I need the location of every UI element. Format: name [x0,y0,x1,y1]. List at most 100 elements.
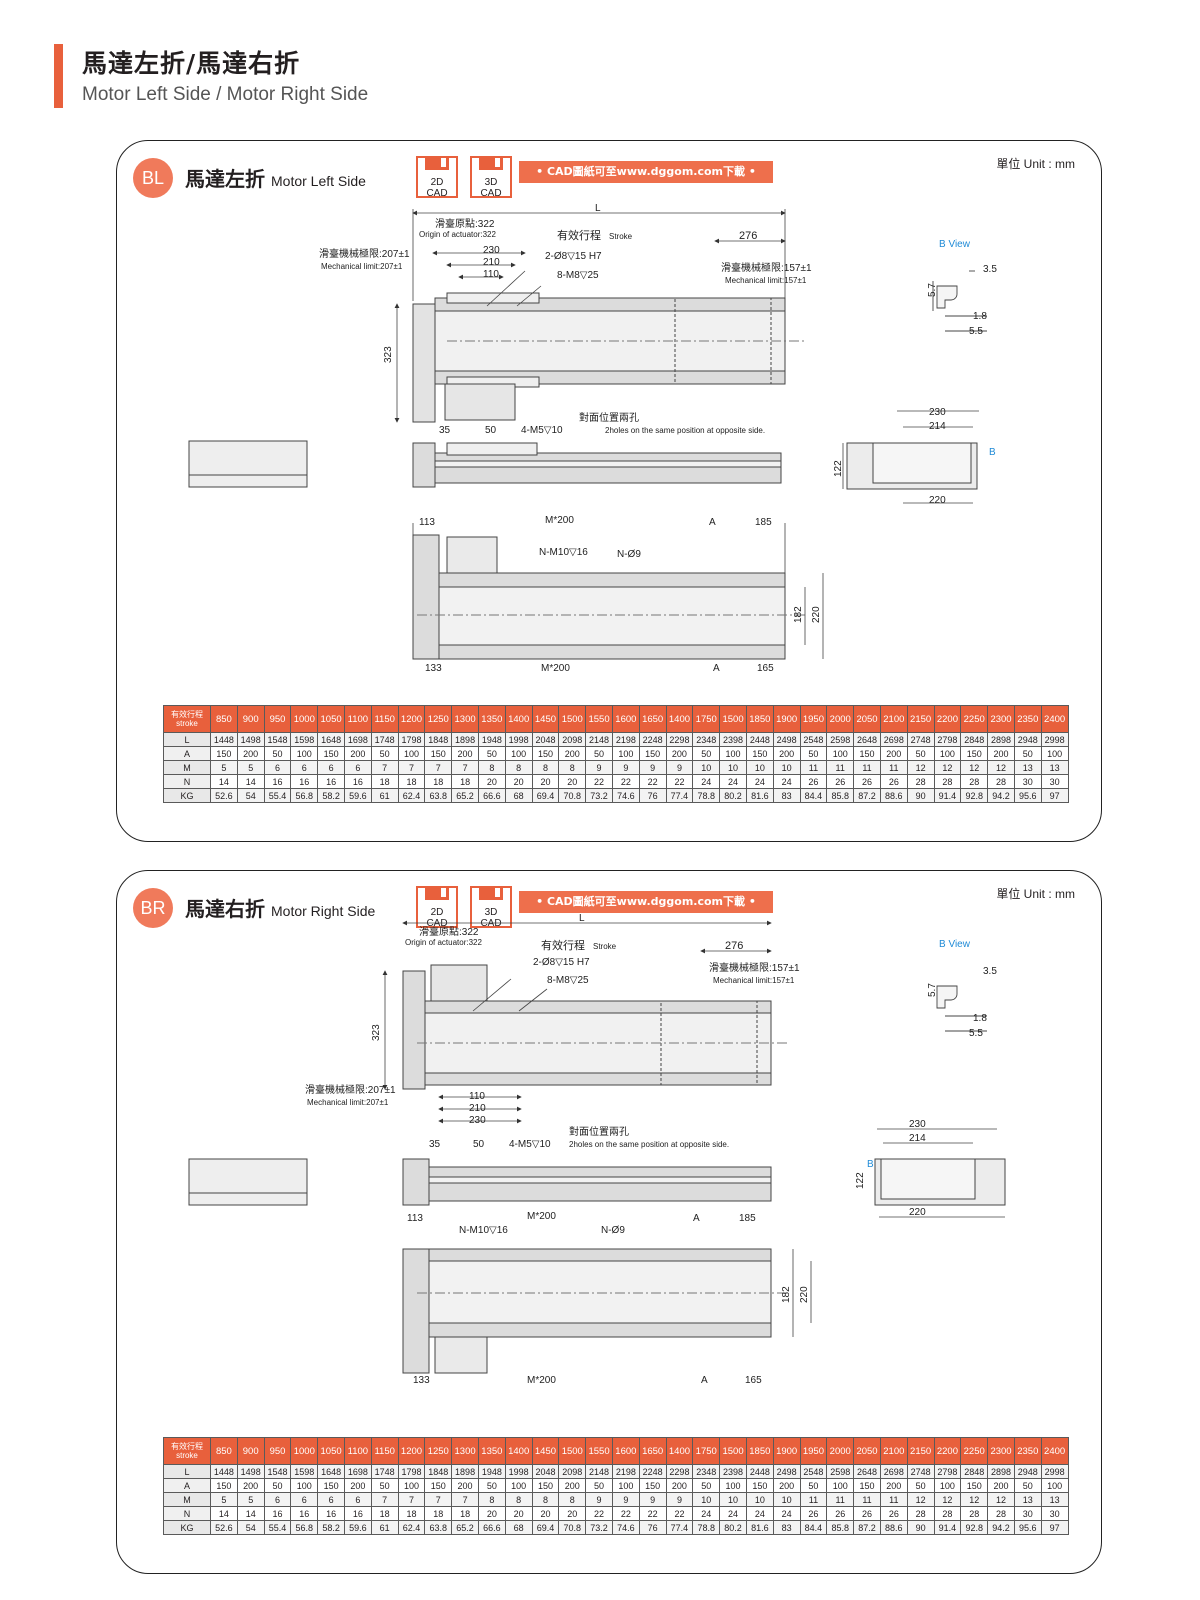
table-cell: 2848 [960,732,989,747]
table-cell: 100 [1040,1478,1069,1493]
cad-download-link[interactable]: • CAD圖紙可至www.dggom.com下載 • [519,161,773,183]
table-cell: 12 [960,1492,989,1507]
table-cell: 18 [451,1506,479,1521]
side-view [402,1158,772,1206]
table-cell: 150 [745,1478,774,1493]
table-cell: 1648 [317,732,345,747]
stroke-value-cell: 1950 [799,705,828,733]
table-cell: 84.4 [799,788,828,803]
table-cell: 2498 [772,1464,801,1479]
cad-2d-download-button[interactable]: 2D CAD [415,155,459,199]
table-cell: 69.4 [531,1520,560,1535]
cad-download-link[interactable]: • CAD圖紙可至www.dggom.com下載 • [519,891,773,913]
table-cell: 26 [826,774,855,789]
table-cell: 1998 [504,732,533,747]
table-cell: 77.4 [665,788,694,803]
stroke-value-cell: 1100 [343,1437,372,1465]
table-cell: 200 [665,746,694,761]
dim-50: 50 [485,425,497,436]
n9-spec: N-Ø9 [601,1225,625,1236]
table-cell: 1648 [317,1464,345,1479]
table-cell: 1598 [290,1464,319,1479]
table-cell: 20 [531,1506,560,1521]
table-cell: 2948 [1013,732,1042,747]
panel-badge: BL [133,158,173,198]
table-cell: 16 [263,1506,292,1521]
mech-limit-left-zh: 滑臺機械極限:207±1 [305,1083,396,1096]
stroke-value-cell: 1450 [531,705,560,733]
table-cell: 2698 [879,732,908,747]
dim-220b: 220 [909,1207,926,1218]
dim-133: 133 [413,1375,430,1386]
stroke-value-cell: 1350 [477,1437,506,1465]
nm10-spec: N-M10▽16 [539,547,588,558]
nm10-spec: N-M10▽16 [459,1225,508,1236]
table-cell: 12 [960,760,989,775]
row-label-cell: N [163,774,211,789]
table-cell: 1998 [504,1464,533,1479]
table-cell: 5 [210,1492,238,1507]
side-view [412,442,782,488]
table-cell: 200 [343,1478,372,1493]
dim-182: 182 [781,1286,792,1303]
table-cell: 200 [451,746,479,761]
table-cell: 1798 [397,732,426,747]
table-cell: 200 [772,1478,801,1493]
dim-122: 122 [833,460,844,477]
stroke-value-cell: 1150 [370,705,399,733]
table-cell: 20 [531,774,560,789]
table-cell: 2348 [692,732,721,747]
stroke-value-cell: 1850 [745,1437,774,1465]
m5-spec: 4-M5▽10 [509,1139,551,1150]
dim-5-5: 5.5 [969,326,983,337]
table-cell: 50 [585,1478,613,1493]
table-cell: 150 [424,1478,453,1493]
table-cell: 70.8 [558,788,587,803]
table-cell: 100 [290,746,319,761]
b-marker: B [867,1159,874,1170]
hole-spec-2: 8-M8▽25 [547,975,589,986]
panel-title-zh: 馬達右折 [185,897,265,921]
dim-3-5: 3.5 [983,264,997,275]
dim-5-7: 5.7 [927,983,938,997]
table-cell: 7 [370,760,399,775]
table-cell: 74.6 [611,1520,640,1535]
page-subtitle: Motor Left Side / Motor Right Side [82,84,369,105]
dim-5-7: 5.7 [927,283,938,297]
table-cell: 81.6 [745,1520,774,1535]
stroke-value-cell: 2200 [933,705,962,733]
dim-A-top: A [709,517,716,528]
table-cell: 150 [853,746,881,761]
table-cell: 74.6 [611,788,640,803]
table-cell: 55.4 [263,1520,292,1535]
m5-spec: 4-M5▽10 [521,425,563,436]
table-cell: 150 [317,1478,345,1493]
table-cell: 100 [1040,746,1069,761]
table-cell: 83 [772,1520,801,1535]
mech-limit-right-zh: 滑臺機械極限:157±1 [721,261,812,274]
table-cell: 30 [1040,774,1069,789]
end-view-box [188,440,308,488]
stroke-value-cell: 1400 [504,1437,533,1465]
table-cell: 2048 [531,1464,560,1479]
table-cell: 2398 [719,732,747,747]
table-cell: 1748 [370,732,399,747]
cad-3d-download-button[interactable]: 3D CAD [469,155,513,199]
title-accent-bar [54,44,63,108]
end-view-right [874,1128,1006,1218]
dim-220b: 220 [929,495,946,506]
stroke-value-cell: 850 [210,1437,238,1465]
stroke-value-cell: 2050 [853,705,881,733]
table-cell: 150 [745,746,774,761]
stroke-value-cell: 2150 [906,1437,935,1465]
table-cell: 20 [504,1506,533,1521]
stroke-value-cell: 1600 [611,705,640,733]
table-cell: 50 [1013,746,1042,761]
page-title: 馬達左折/馬達右折 [82,49,301,78]
table-cell: 100 [719,1478,747,1493]
table-cell: 12 [933,760,962,775]
table-cell: 26 [799,1506,828,1521]
table-cell: 50 [585,746,613,761]
